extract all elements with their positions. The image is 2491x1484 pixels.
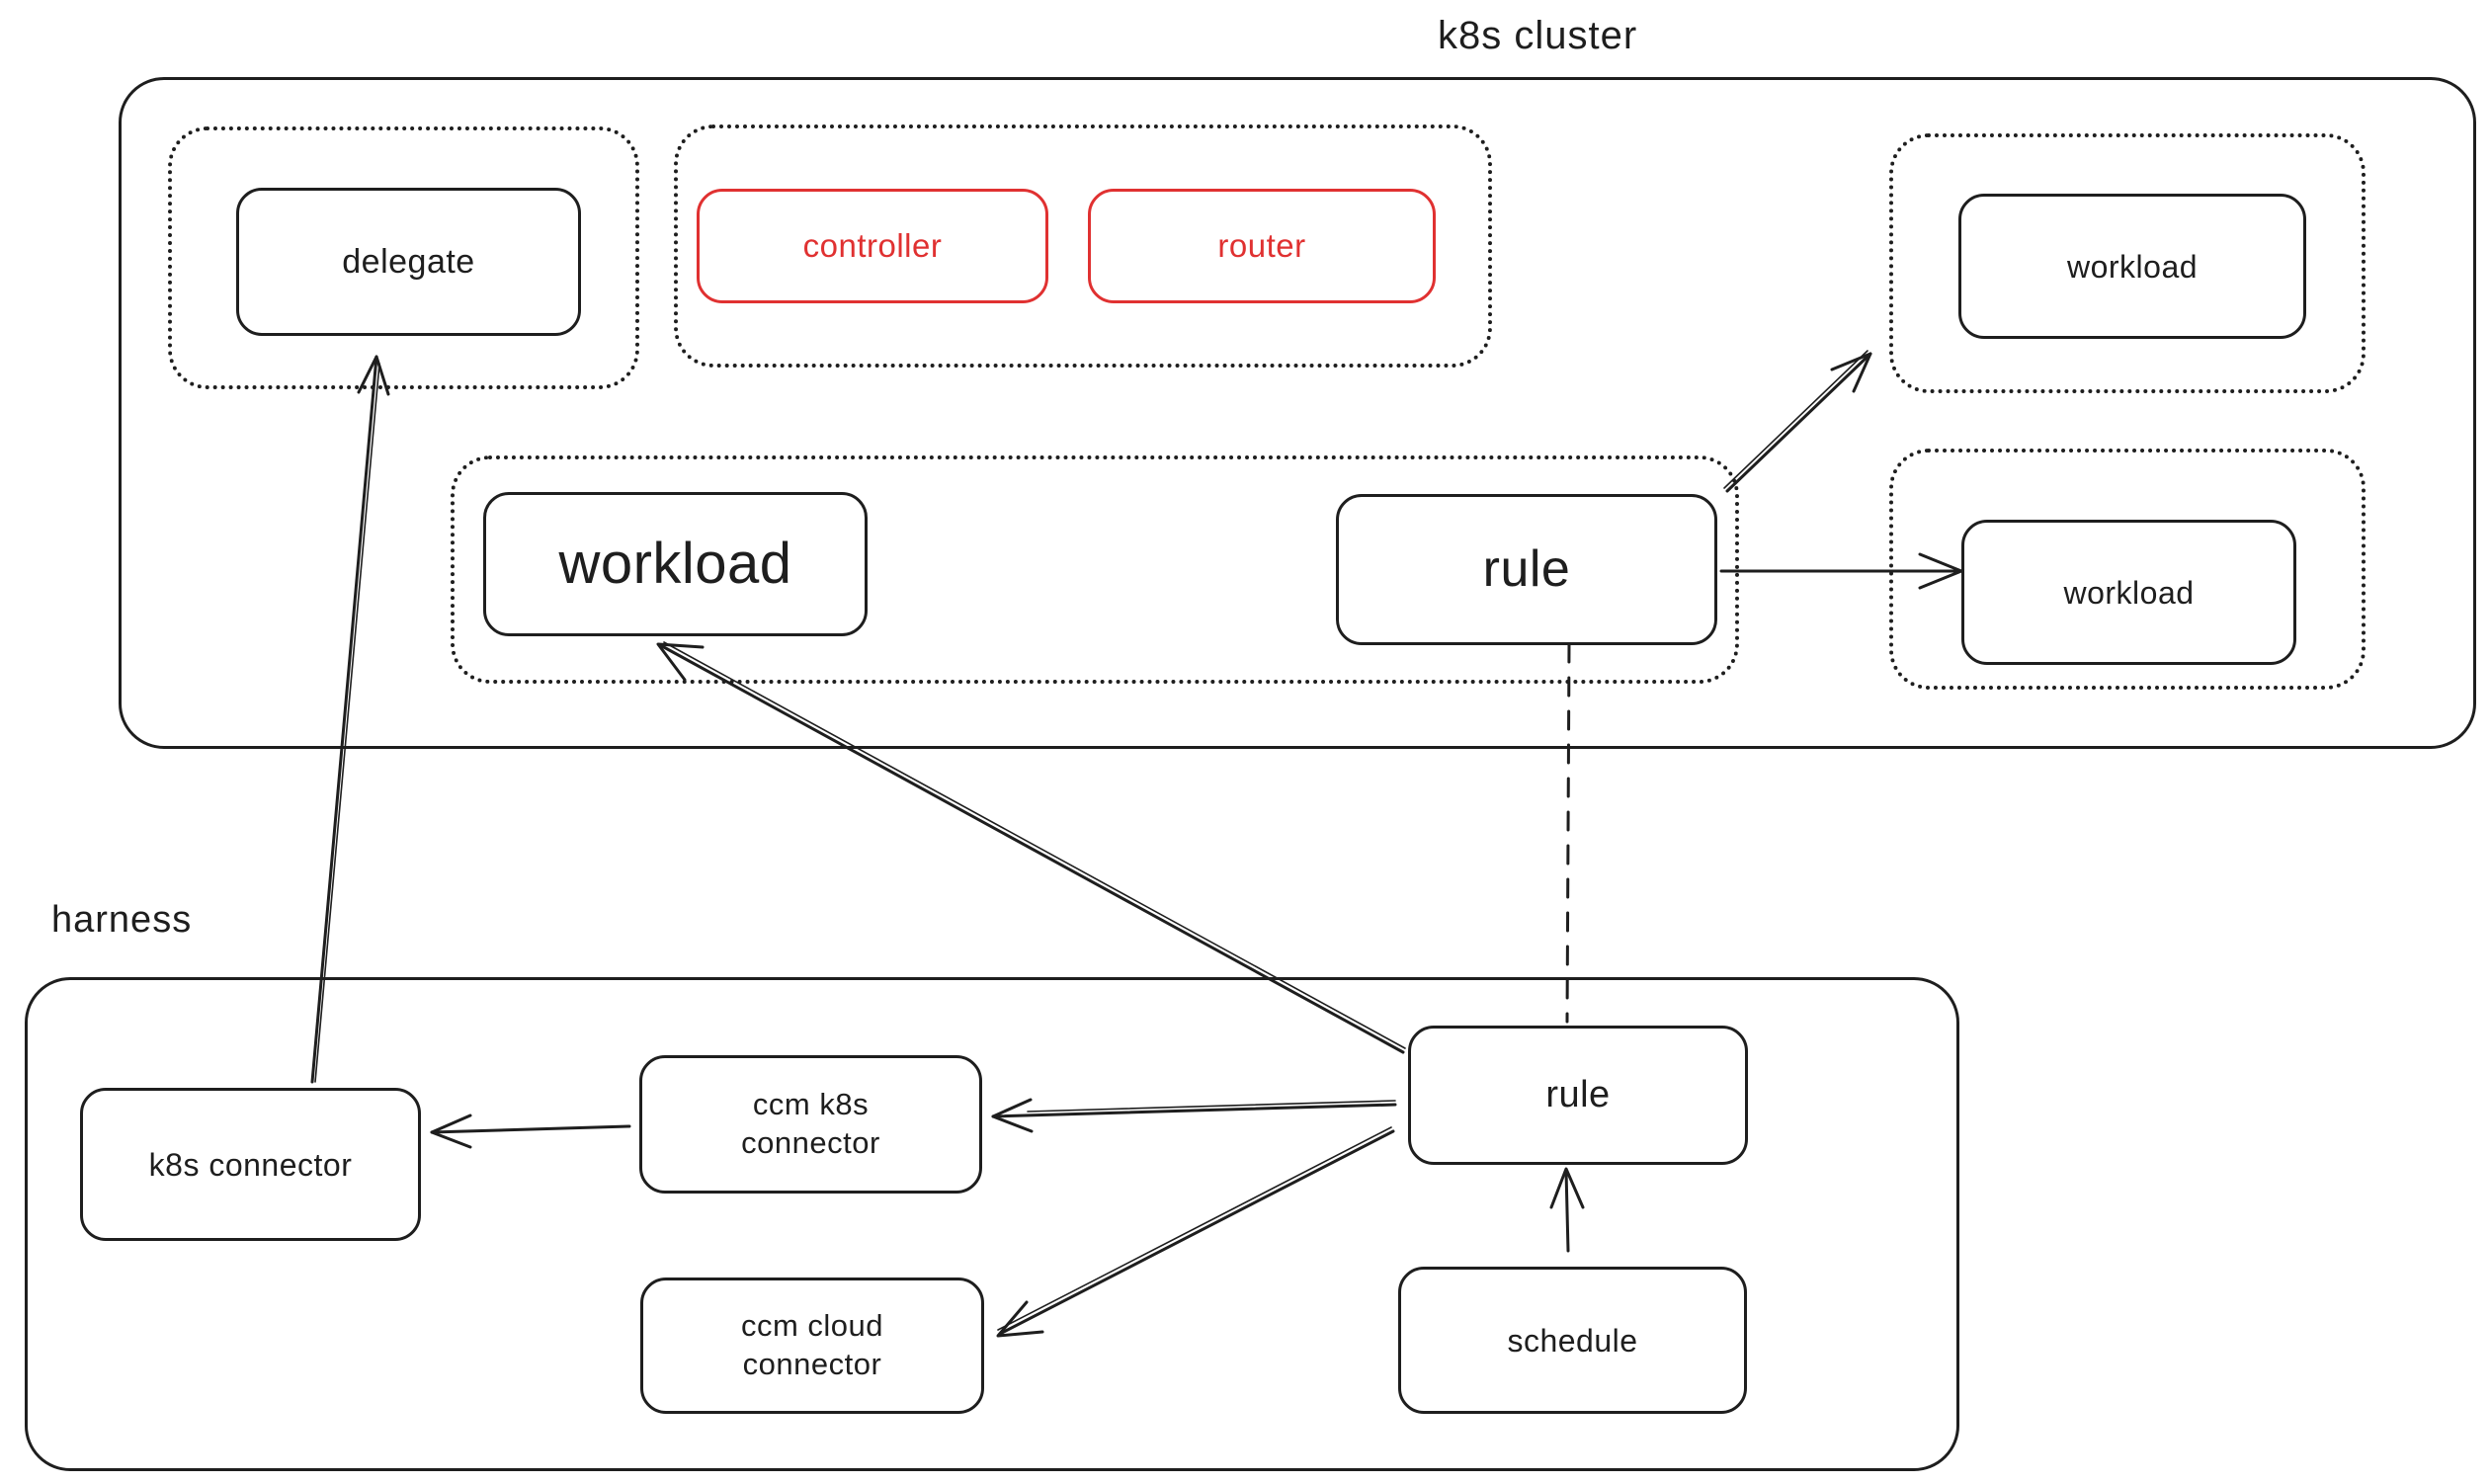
node-ccm-cloud-connector-label: ccm cloud connector [740,1308,884,1381]
node-delegate-label: delegate [342,242,475,281]
node-ccm-k8s-connector-label: ccm k8s connector [741,1087,880,1160]
controller-router-pod-group [674,124,1492,368]
node-rule-cluster-label: rule [1482,540,1571,598]
node-ccm-cloud-connector: ccm cloud connector [640,1278,984,1414]
node-rule-cluster: rule [1336,494,1717,645]
node-k8s-connector-label: k8s connector [148,1146,353,1183]
node-rule-harness: rule [1408,1026,1748,1165]
node-workload-top-right-label: workload [2066,248,2199,285]
harness-label: harness [51,899,193,941]
node-controller-label: controller [802,227,943,265]
k8s-cluster-label: k8s cluster [1438,14,1638,57]
node-delegate: delegate [236,188,581,336]
node-workload-mid-right-label: workload [2063,574,2195,611]
node-router: router [1088,189,1436,303]
node-controller: controller [697,189,1048,303]
node-workload-mid-right: workload [1961,520,2296,665]
node-rule-harness-label: rule [1545,1073,1611,1115]
workload-mid-right-pod-group [1889,449,2366,690]
delegate-pod-group [168,126,639,389]
node-ccm-k8s-connector: ccm k8s connector [639,1055,982,1194]
node-router-label: router [1217,227,1306,265]
node-workload-main: workload [483,492,868,636]
node-schedule: schedule [1398,1267,1747,1414]
node-k8s-connector: k8s connector [80,1088,421,1241]
node-schedule-label: schedule [1507,1322,1638,1359]
node-workload-top-right: workload [1958,194,2306,339]
node-workload-main-label: workload [558,531,792,596]
workload-top-right-pod-group [1889,133,2366,393]
